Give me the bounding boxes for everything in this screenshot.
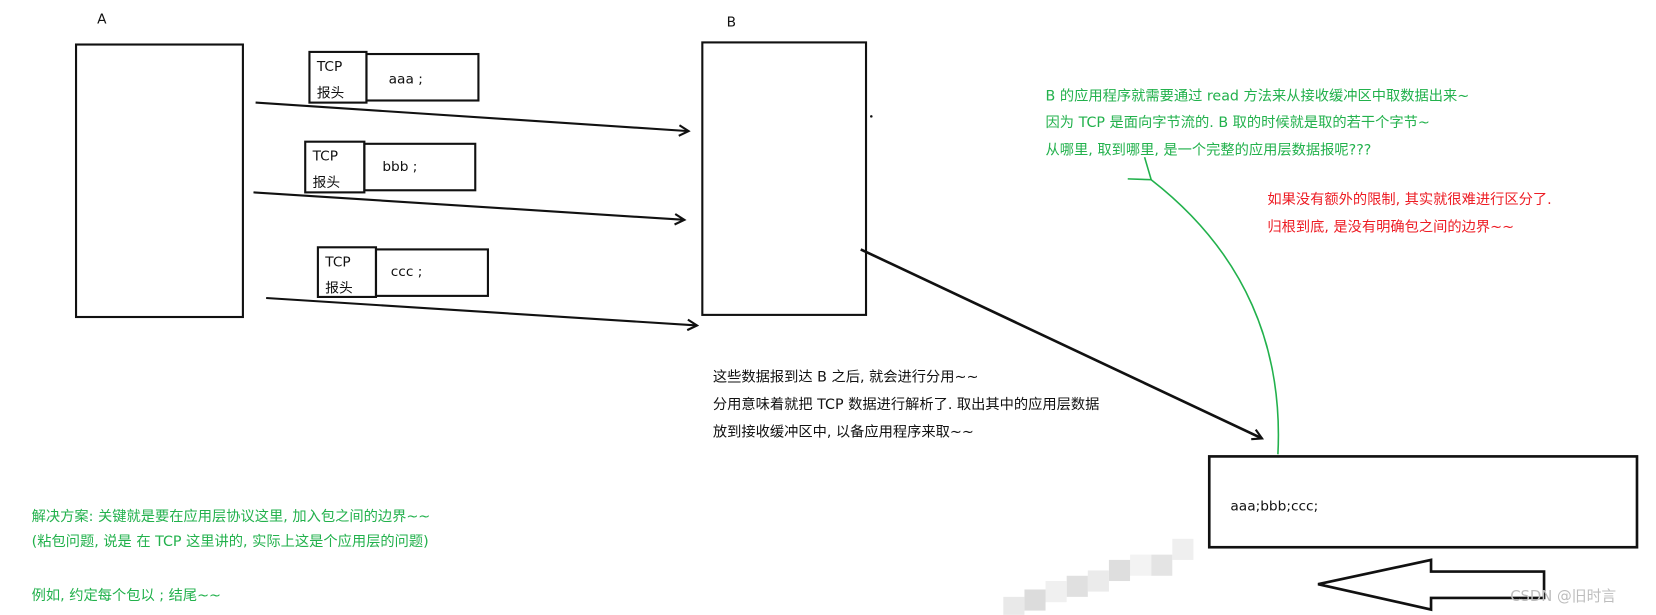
read-note: B 的应用程序就需要通过 read 方法来从接收缓冲区中取数据出来~ 因为 TC…: [1046, 86, 1470, 158]
note-line: 归根到底, 是没有明确包之间的边界~~: [1267, 218, 1514, 235]
note-line: 如果没有额外的限制, 其实就很难进行区分了.: [1267, 191, 1551, 208]
note-line: 放到接收缓冲区中, 以备应用程序来取~~: [713, 422, 974, 440]
solution-note: 解决方案: 关键就是要在应用层协议这里, 加入包之间的边界~~ (粘包问题, 说…: [32, 507, 431, 604]
watermark: CSDN @旧时言: [1510, 588, 1616, 605]
payload-text: aaa ;: [389, 72, 423, 88]
host-b-box: [701, 41, 868, 316]
packet-1: TCP 报头 aaa ;: [308, 50, 480, 104]
packet-3: TCP 报头 ccc ;: [316, 246, 489, 298]
note-line: 这些数据报到达 B 之后, 就会进行分用~~: [713, 368, 979, 385]
receive-buffer-box: [1207, 455, 1639, 549]
payload-text: ccc ;: [391, 264, 423, 280]
demux-note: 这些数据报到达 B 之后, 就会进行分用~~ 分用意味着就把 TCP 数据进行解…: [713, 368, 1100, 440]
host-a-label: A: [97, 11, 107, 27]
payload-box: [363, 142, 477, 192]
read-curve-arrow: [1127, 156, 1280, 455]
pixelated-blur: [1003, 538, 1194, 615]
read-direction-arrow-icon: [1317, 558, 1546, 612]
note-line: 因为 TCP 是面向字节流的. B 取的时候就是取的若干个字节~: [1046, 114, 1430, 131]
packet-2: TCP 报头 bbb ;: [304, 140, 477, 194]
note-line: 从哪里, 取到哪里, 是一个完整的应用层数据报呢???: [1046, 140, 1372, 158]
tcp-header-label-2: 报头: [313, 175, 340, 191]
note-line: 分用意味着就把 TCP 数据进行解析了. 取出其中的应用层数据: [713, 395, 1100, 413]
receive-buffer-content: aaa;bbb;ccc;: [1230, 498, 1318, 514]
tcp-header-label: TCP: [316, 59, 342, 75]
payload-text: bbb ;: [382, 159, 417, 175]
note-line: (粘包问题, 说是 在 TCP 这里讲的, 实际上这是个应用层的问题): [32, 532, 429, 550]
packet-2-arrow: [253, 191, 684, 219]
packet-3-arrow: [266, 296, 697, 325]
note-line: 解决方案: 关键就是要在应用层协议这里, 加入包之间的边界~~: [32, 507, 431, 525]
note-line: 例如, 约定每个包以 ; 结尾~~: [32, 587, 221, 604]
payload-box: [374, 248, 489, 297]
packet-1-arrow: [255, 101, 689, 132]
note-line: B 的应用程序就需要通过 read 方法来从接收缓冲区中取数据出来~: [1046, 86, 1470, 104]
tcp-header-label-2: 报头: [317, 85, 344, 101]
demux-arrow: [860, 248, 1262, 438]
host-a-box: [74, 43, 244, 319]
tcp-header-label: TCP: [312, 149, 338, 165]
payload-box: [365, 52, 480, 102]
host-b-label: B: [727, 15, 736, 31]
problem-note: 如果没有额外的限制, 其实就很难进行区分了. 归根到底, 是没有明确包之间的边界…: [1267, 191, 1551, 235]
tcp-header-label: TCP: [324, 254, 350, 270]
stray-dot: [870, 115, 873, 118]
tcp-header-label-2: 报头: [325, 281, 352, 297]
